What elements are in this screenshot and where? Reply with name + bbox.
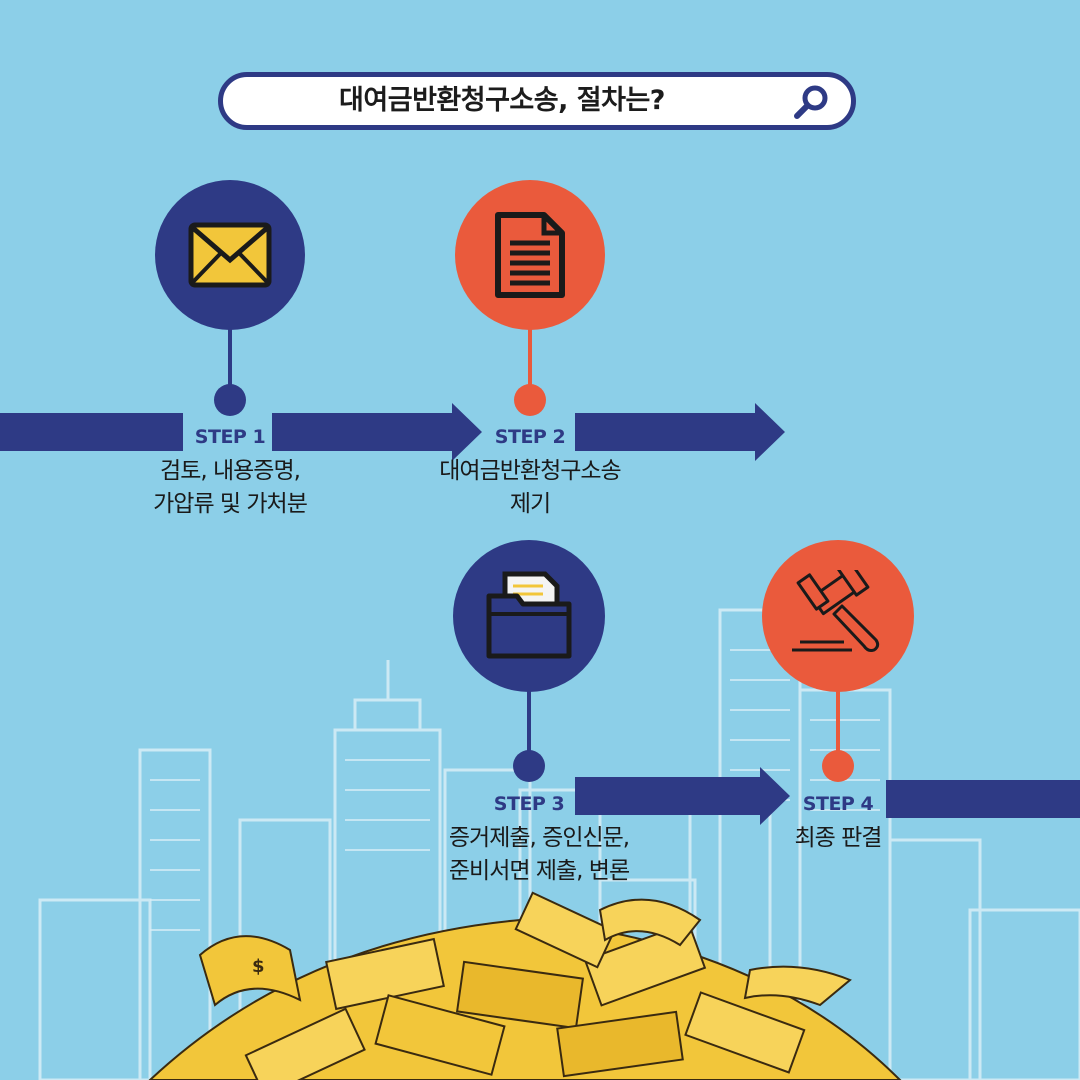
- title-search-bar: 대여금반환청구소송, 절차는?: [218, 72, 856, 130]
- step2-stem: [528, 328, 532, 388]
- arrow-step2-onward: [575, 403, 785, 461]
- step4-dot: [822, 750, 854, 782]
- envelope-icon: [188, 222, 272, 288]
- page-title: 대여금반환청구소송, 절차는?: [339, 85, 665, 116]
- money-pile-illustration: $: [148, 891, 902, 1080]
- search-icon: [794, 85, 828, 119]
- step3-dot: [513, 750, 545, 782]
- step2-label: STEP 2: [494, 426, 566, 448]
- step1-stem: [228, 328, 232, 388]
- step1-dot: [214, 384, 246, 416]
- step2-description: 대여금반환청구소송 제기: [439, 458, 621, 517]
- flow-bar-right: [886, 780, 1080, 818]
- gavel-icon: [792, 570, 880, 652]
- step4-label: STEP 4: [802, 793, 874, 815]
- step1-label: STEP 1: [194, 426, 266, 448]
- step1-description: 검토, 내용증명, 가압류 및 가처분: [153, 458, 308, 517]
- step3-stem: [527, 690, 531, 754]
- step2-circle: [455, 180, 605, 330]
- step1-circle: [155, 180, 305, 330]
- folder-icon: [486, 571, 572, 659]
- arrow-step1-to-step2: [272, 403, 482, 461]
- step3-label: STEP 3: [493, 793, 565, 815]
- flow-bar-left: [0, 413, 183, 451]
- step2-dot: [514, 384, 546, 416]
- svg-text:$: $: [252, 956, 265, 977]
- step4-description: 최종 판결: [794, 825, 883, 851]
- document-icon: [495, 212, 565, 298]
- arrow-step3-to-step4: [575, 767, 790, 825]
- step3-circle: [453, 540, 605, 692]
- step4-circle: [762, 540, 914, 692]
- step4-stem: [836, 690, 840, 754]
- step3-description: 증거제출, 증인신문, 준비서면 제출, 변론: [448, 825, 630, 884]
